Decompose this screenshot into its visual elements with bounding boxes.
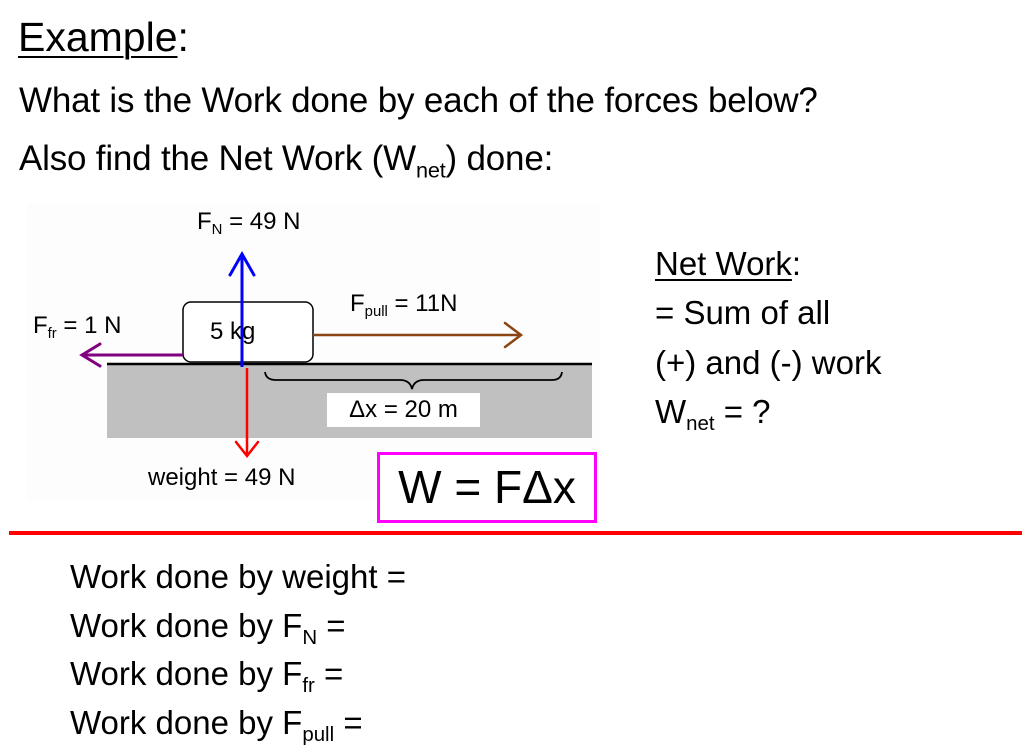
page-title: Example: <box>18 17 189 58</box>
red-divider <box>9 531 1022 535</box>
weight-label: weight = 49 N <box>148 464 296 491</box>
mass-label: 5 kg <box>210 318 256 345</box>
friction-force-label: Ffr = 1 N <box>33 312 122 343</box>
mass-block <box>182 301 314 363</box>
net-work-title: Net Work: <box>655 245 802 282</box>
friction-arrow-icon <box>79 342 183 368</box>
work-line-weight: Work done by weight = <box>70 558 406 595</box>
normal-force-arrow-icon <box>228 250 256 367</box>
net-work-line-1: = Sum of all <box>655 294 831 331</box>
weight-arrow-icon <box>234 368 260 459</box>
title-text: Example <box>18 14 178 60</box>
net-work-line-3: Wnet = ? <box>655 393 771 436</box>
work-line-friction: Work done by Ffr = <box>70 655 344 698</box>
work-line-pull: Work done by Fpull = <box>70 704 363 747</box>
title-colon: : <box>177 14 189 60</box>
net-work-title-text: Net Work <box>655 245 792 282</box>
q2-post: ) done: <box>445 139 554 178</box>
displacement-label: Δx = 20 m <box>327 393 480 427</box>
normal-force-label: FN = 49 N <box>197 208 301 239</box>
work-line-normal: Work done by FN = <box>70 607 346 650</box>
work-formula-box: W = FΔx <box>377 452 597 523</box>
question-line-1: What is the Work done by each of the for… <box>19 81 818 120</box>
question-line-2: Also find the Net Work (Wnet) done: <box>19 139 554 181</box>
q2-sub: net <box>415 157 446 183</box>
net-work-line-2: (+) and (-) work <box>655 344 882 381</box>
pull-force-label: Fpull = 11N <box>350 290 458 321</box>
displacement-brace-icon <box>264 371 563 390</box>
pull-arrow-icon <box>313 321 524 349</box>
q2-pre: Also find the Net Work (W <box>19 139 416 178</box>
